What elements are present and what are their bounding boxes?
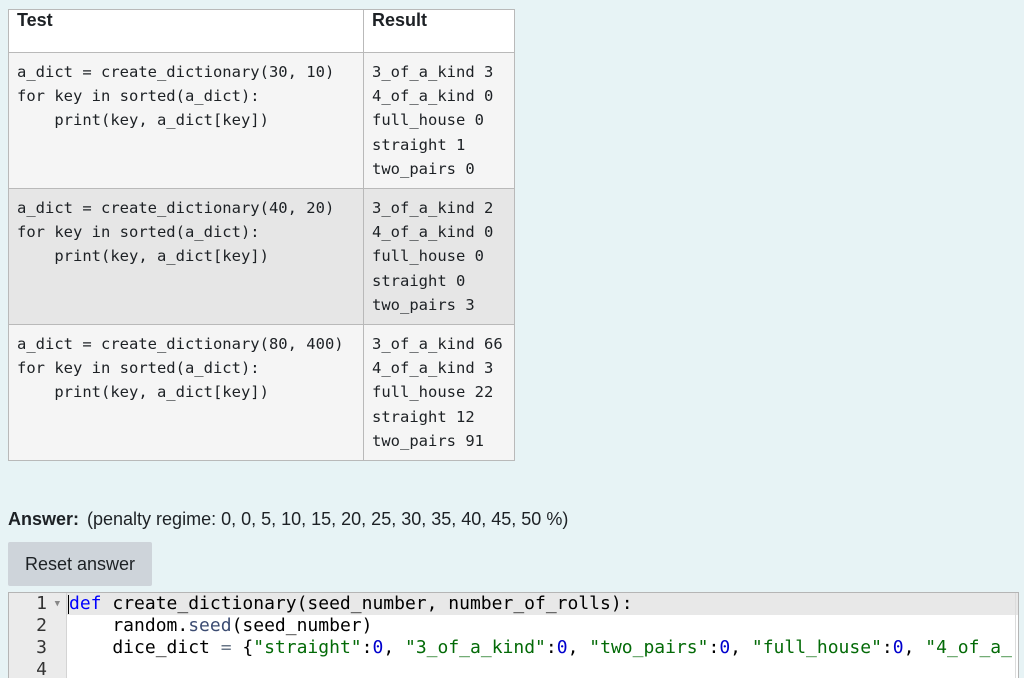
code-token: create_dictionary(seed_number, number_of…	[101, 593, 633, 614]
code-line[interactable]: def create_dictionary(seed_number, numbe…	[67, 593, 1018, 615]
table-row: a_dict = create_dictionary(80, 400) for …	[8, 324, 515, 461]
code-token: ,	[730, 637, 752, 658]
test-cell: a_dict = create_dictionary(30, 10) for k…	[8, 52, 364, 189]
test-code: a_dict = create_dictionary(30, 10) for k…	[17, 63, 335, 130]
code-token: "3_of_a_kind"	[405, 637, 546, 658]
result-output: 3_of_a_kind 66 4_of_a_kind 3 full_house …	[372, 335, 503, 450]
code-token: ,	[903, 637, 926, 658]
result-cell: 3_of_a_kind 2 4_of_a_kind 0 full_house 0…	[363, 188, 515, 325]
code-token: {	[231, 637, 254, 658]
code-token: 0	[556, 637, 568, 658]
code-token: "4_of_a_	[925, 637, 1012, 658]
test-code: a_dict = create_dictionary(80, 400) for …	[17, 335, 344, 402]
line-number: 3	[36, 637, 47, 658]
test-cases-table: Test Result a_dict = create_dictionary(3…	[8, 9, 515, 461]
code-token: :	[545, 637, 557, 658]
result-cell: 3_of_a_kind 66 4_of_a_kind 3 full_house …	[363, 324, 515, 461]
line-number: 2	[36, 615, 47, 636]
result-output: 3_of_a_kind 2 4_of_a_kind 0 full_house 0…	[372, 199, 494, 314]
line-number: 4	[36, 659, 47, 678]
code-token: :	[708, 637, 720, 658]
table-row: a_dict = create_dictionary(40, 20) for k…	[8, 188, 515, 325]
code-token: :	[881, 637, 893, 658]
code-token: 0	[719, 637, 731, 658]
header-result: Result	[363, 9, 515, 53]
test-cell: a_dict = create_dictionary(40, 20) for k…	[8, 188, 364, 325]
code-text-area[interactable]: def create_dictionary(seed_number, numbe…	[67, 593, 1018, 678]
table-row: a_dict = create_dictionary(30, 10) for k…	[8, 52, 515, 189]
code-token: "two_pairs"	[589, 637, 709, 658]
code-token: ,	[567, 637, 590, 658]
code-line[interactable]	[67, 659, 1018, 678]
header-test: Test	[8, 9, 364, 53]
line-number: 1▼	[36, 593, 60, 614]
code-token: 0	[372, 637, 384, 658]
code-token: random.	[69, 615, 189, 636]
code-token: ,	[383, 637, 405, 658]
reset-answer-button[interactable]: Reset answer	[8, 542, 152, 586]
line-number-gutter: 1▼ 2 3 4	[9, 593, 67, 678]
code-token: "full_house"	[751, 637, 882, 658]
result-output: 3_of_a_kind 3 4_of_a_kind 0 full_house 0…	[372, 63, 494, 178]
code-token: =	[220, 637, 232, 658]
code-token: :	[361, 637, 373, 658]
test-code: a_dict = create_dictionary(40, 20) for k…	[17, 199, 335, 266]
code-editor[interactable]: 1▼ 2 3 4 def create_dictionary(seed_numb…	[8, 592, 1019, 678]
text-cursor	[68, 595, 69, 614]
code-token: 0	[892, 637, 904, 658]
answer-heading: Answer: (penalty regime: 0, 0, 5, 10, 15,…	[8, 509, 568, 530]
table-header-row: Test Result	[8, 9, 515, 53]
result-cell: 3_of_a_kind 3 4_of_a_kind 0 full_house 0…	[363, 52, 515, 189]
print-margin	[1015, 593, 1016, 678]
code-token: (seed_number)	[231, 615, 373, 636]
penalty-regime: (penalty regime: 0, 0, 5, 10, 15, 20, 25…	[87, 509, 569, 529]
code-token: seed	[188, 615, 232, 636]
code-token: dice_dict	[69, 637, 221, 658]
code-token: def	[69, 593, 102, 614]
test-cell: a_dict = create_dictionary(80, 400) for …	[8, 324, 364, 461]
answer-label: Answer:	[8, 509, 80, 529]
code-token: "straight"	[253, 637, 362, 658]
fold-arrow-icon[interactable]: ▼	[54, 599, 60, 609]
code-line[interactable]: dice_dict = {"straight":0, "3_of_a_kind"…	[67, 637, 1018, 659]
code-line[interactable]: random.seed(seed_number)	[67, 615, 1018, 637]
